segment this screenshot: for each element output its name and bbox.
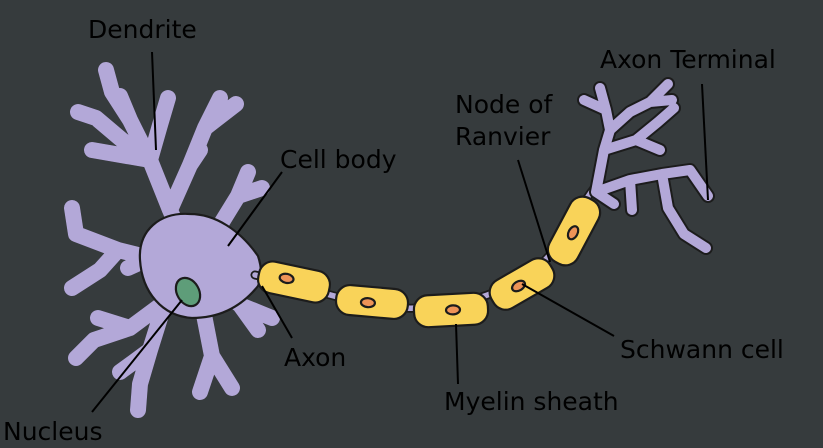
schwann-cell-leader <box>521 283 615 337</box>
labels: Dendrite Cell body Nucleus Axon Myelin s… <box>3 15 784 446</box>
cell-body-leader <box>227 171 283 247</box>
nucleus-label: Nucleus <box>3 417 103 446</box>
axon-leader <box>261 285 293 339</box>
schwann-cell-label: Schwann cell <box>620 335 784 364</box>
axon-label: Axon <box>284 343 346 372</box>
cell-body-label: Cell body <box>280 145 397 174</box>
nucleus <box>174 276 202 308</box>
myelin-sheath-leader <box>455 323 459 385</box>
dendrite-label: Dendrite <box>88 15 197 44</box>
nucleus-leader <box>91 299 183 413</box>
schwann-cell <box>546 195 602 267</box>
node-of-ranvier-leader <box>517 159 551 263</box>
schwann-cell <box>334 283 410 321</box>
leader-lines <box>91 51 709 413</box>
myelin-sheath-label: Myelin sheath <box>444 387 619 416</box>
axon-terminal <box>577 77 715 255</box>
schwann-cell <box>256 260 332 304</box>
node-of-ranvier-label-line2: Ranvier <box>455 122 551 151</box>
cell-body <box>138 212 263 320</box>
schwann-cell <box>412 291 490 329</box>
node-of-ranvier-label-line1: Node of <box>455 90 553 119</box>
axon-terminal-label: Axon Terminal <box>600 45 776 74</box>
myelin-sheath <box>256 195 602 329</box>
dendrites <box>64 62 280 418</box>
dendrite-leader <box>151 51 157 151</box>
axon-terminal-leader <box>701 83 709 201</box>
